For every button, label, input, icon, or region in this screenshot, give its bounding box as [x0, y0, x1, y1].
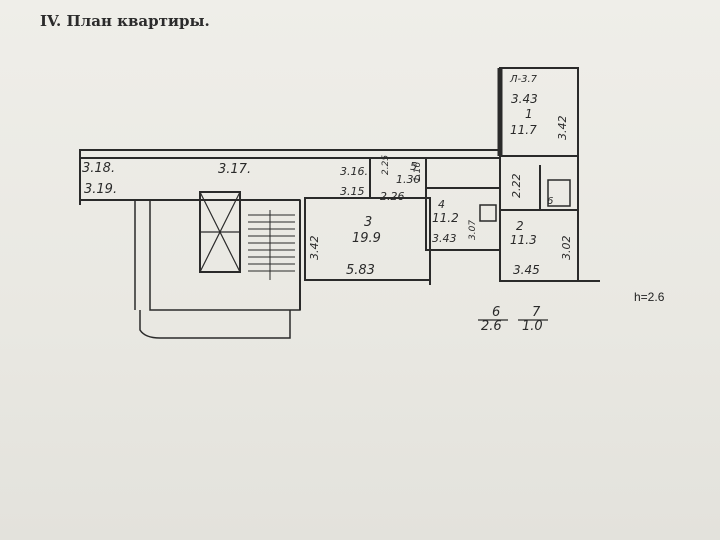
label-room-5-area: 1.30 — [396, 173, 421, 186]
label-dim-317: 3.17. — [218, 162, 251, 177]
label-room-7-number: 7 — [532, 305, 541, 320]
label-room-3-area: 19.9 — [352, 231, 381, 246]
label-dim-342-right: 3.42 — [556, 116, 569, 141]
stove — [479, 204, 497, 222]
label-dim-318: 3.18. — [82, 161, 115, 176]
label-room-1-width: 3.43 — [511, 92, 538, 106]
label-room-6-small: 6 — [547, 196, 553, 207]
entrance-porch — [139, 310, 291, 339]
label-room-7-area: 1.0 — [522, 319, 543, 334]
label-dim-225: 2.25 — [381, 155, 391, 175]
label-room-5-number: 5 — [410, 160, 417, 173]
label-dim-307: 3.07 — [468, 220, 478, 240]
label-room-2-number: 2 — [516, 219, 524, 233]
label-room-2-area: 11.3 — [510, 233, 537, 247]
stairwell-outline — [149, 199, 301, 311]
label-room-4-area: 11.2 — [432, 211, 459, 225]
page-heading: IV. План квартиры. — [40, 12, 210, 30]
label-dim-319: 3.19. — [84, 182, 117, 197]
label-dim-345: 3.45 — [513, 263, 540, 277]
plan-walls — [79, 67, 600, 339]
label-dim-302: 3.02 — [560, 236, 573, 261]
stair-steps — [248, 210, 295, 280]
label-room-1-number: 1 — [525, 107, 533, 121]
label-dim-583: 5.83 — [346, 263, 375, 278]
label-room-3-number: 3 — [364, 215, 372, 230]
label-room-1-area: 11.7 — [510, 123, 537, 137]
label-dim-315: 3.15 — [340, 185, 365, 198]
label-balcony: Л-3.7 — [509, 74, 538, 85]
ceiling-height-note: h=2.6 — [634, 290, 665, 304]
label-room-6-area: 2.6 — [481, 319, 502, 334]
label-dim-222: 2.22 — [510, 174, 523, 199]
label-dim-116: 1.16 — [413, 162, 423, 182]
bathtub — [547, 179, 571, 207]
room-4-outline — [425, 187, 501, 251]
label-dim-316: 3.16. — [340, 165, 368, 178]
outer-wall-top — [79, 149, 501, 159]
room-3-outline — [304, 197, 431, 281]
plan-labels: 3.18. 3.17. 3.19. 3.16. 3.15 2.25 5 1.30… — [82, 74, 573, 334]
label-dim-342-left: 3.42 — [308, 236, 321, 261]
label-dim-226: 2.26 — [380, 190, 405, 203]
label-room-6-number: 6 — [492, 305, 500, 320]
label-room-4-number: 4 — [438, 198, 445, 211]
label-dim-343-room4: 3.43 — [432, 232, 457, 245]
